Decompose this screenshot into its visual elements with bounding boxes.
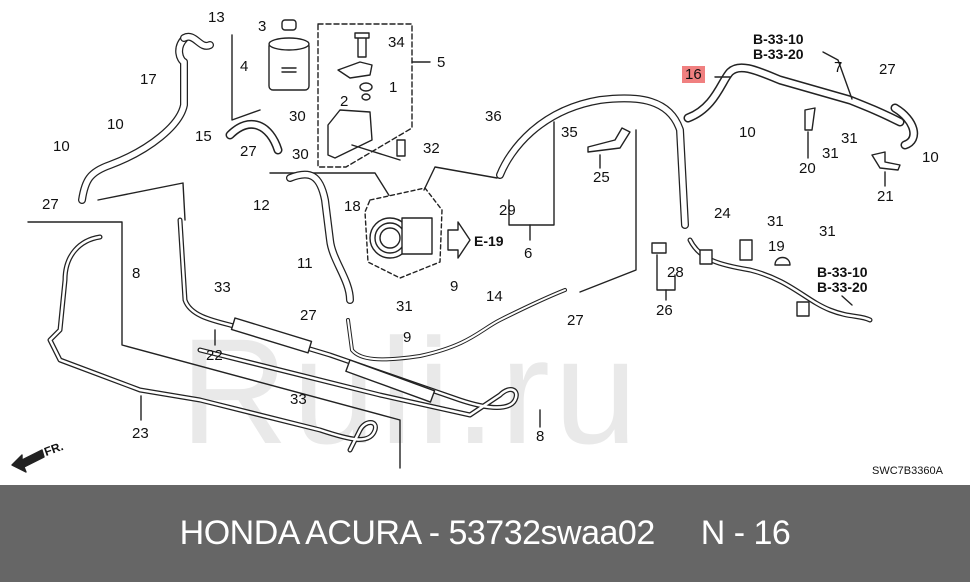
callout-21[interactable]: 21 — [877, 188, 894, 205]
reference-b33-20[interactable]: B-33-20 — [817, 278, 868, 295]
reference-b33-bottom[interactable]: B-33-10 B-33-20 — [817, 265, 868, 294]
callout-7[interactable]: 7 — [834, 59, 843, 76]
hose-17 — [78, 34, 189, 204]
callout-33[interactable]: 33 — [290, 391, 307, 408]
callout-27[interactable]: 27 — [567, 312, 584, 329]
callout-31[interactable]: 31 — [396, 298, 413, 315]
callout-31[interactable]: 31 — [767, 213, 784, 230]
callout-36[interactable]: 36 — [485, 108, 502, 125]
callout-11[interactable]: 11 — [297, 255, 313, 272]
callout-28[interactable]: 28 — [667, 264, 684, 281]
callout-4[interactable]: 4 — [240, 58, 249, 75]
callout-32[interactable]: 32 — [423, 140, 440, 157]
callout-27[interactable]: 27 — [42, 196, 59, 213]
reference-b33-10[interactable]: B-33-10 — [753, 31, 804, 47]
reservoir — [268, 19, 310, 91]
callout-14[interactable]: 14 — [486, 288, 503, 305]
callout-35[interactable]: 35 — [561, 124, 578, 141]
callout-1[interactable]: 1 — [389, 79, 398, 96]
callout-25[interactable]: 25 — [593, 169, 610, 186]
callout-5[interactable]: 5 — [437, 54, 446, 71]
footer-banner: HONDA ACURA - 53732swaa02 N - 16 — [0, 485, 970, 582]
diagram-code: SWC7B3360A — [872, 465, 943, 477]
callout-8[interactable]: 8 — [536, 428, 545, 445]
callout-12[interactable]: 12 — [253, 197, 270, 214]
callout-16-highlighted[interactable]: 16 — [682, 66, 705, 83]
callout-31[interactable]: 31 — [819, 223, 836, 240]
callout-10[interactable]: 10 — [107, 116, 124, 133]
callout-30[interactable]: 30 — [292, 146, 309, 163]
callout-10[interactable]: 10 — [53, 138, 70, 155]
callout-33[interactable]: 33 — [214, 279, 231, 296]
callout-6[interactable]: 6 — [524, 245, 533, 262]
callout-10[interactable]: 10 — [739, 124, 756, 141]
callout-27[interactable]: 27 — [300, 307, 317, 324]
callout-15[interactable]: 15 — [195, 128, 212, 145]
callout-3[interactable]: 3 — [258, 18, 267, 35]
callout-34[interactable]: 34 — [388, 34, 405, 51]
callout-22[interactable]: 22 — [206, 347, 223, 364]
callout-24[interactable]: 24 — [714, 205, 731, 222]
reference-b33-top[interactable]: B-33-10 B-33-20 — [753, 32, 804, 61]
callout-8[interactable]: 8 — [132, 265, 141, 282]
callout-29[interactable]: 29 — [499, 202, 516, 219]
callout-13[interactable]: 13 — [208, 9, 225, 26]
callout-19[interactable]: 19 — [768, 238, 785, 255]
footer-position: N - 16 — [700, 514, 791, 552]
callout-2[interactable]: 2 — [340, 93, 349, 110]
reference-b33-20[interactable]: B-33-20 — [753, 45, 804, 62]
callout-20[interactable]: 20 — [799, 160, 816, 177]
callout-27[interactable]: 27 — [240, 143, 257, 160]
callout-30[interactable]: 30 — [289, 108, 306, 125]
callout-17[interactable]: 17 — [140, 71, 157, 88]
footer-title: HONDA ACURA - 53732swaa02 — [179, 514, 656, 552]
reference-b33-10[interactable]: B-33-10 — [817, 264, 868, 280]
callout-9[interactable]: 9 — [450, 278, 459, 295]
callout-27[interactable]: 27 — [879, 61, 896, 78]
callout-26[interactable]: 26 — [656, 302, 673, 319]
callout-18[interactable]: 18 — [344, 198, 361, 215]
callout-31[interactable]: 31 — [822, 145, 839, 162]
callout-10[interactable]: 10 — [922, 149, 939, 166]
parts-diagram: Ruli.ru — [11, 9, 943, 477]
callout-31[interactable]: 31 — [841, 130, 858, 147]
diagram-lines — [11, 19, 919, 473]
callout-9[interactable]: 9 — [403, 329, 412, 346]
callout-23[interactable]: 23 — [132, 425, 149, 442]
reference-e19[interactable]: E-19 — [474, 233, 504, 249]
